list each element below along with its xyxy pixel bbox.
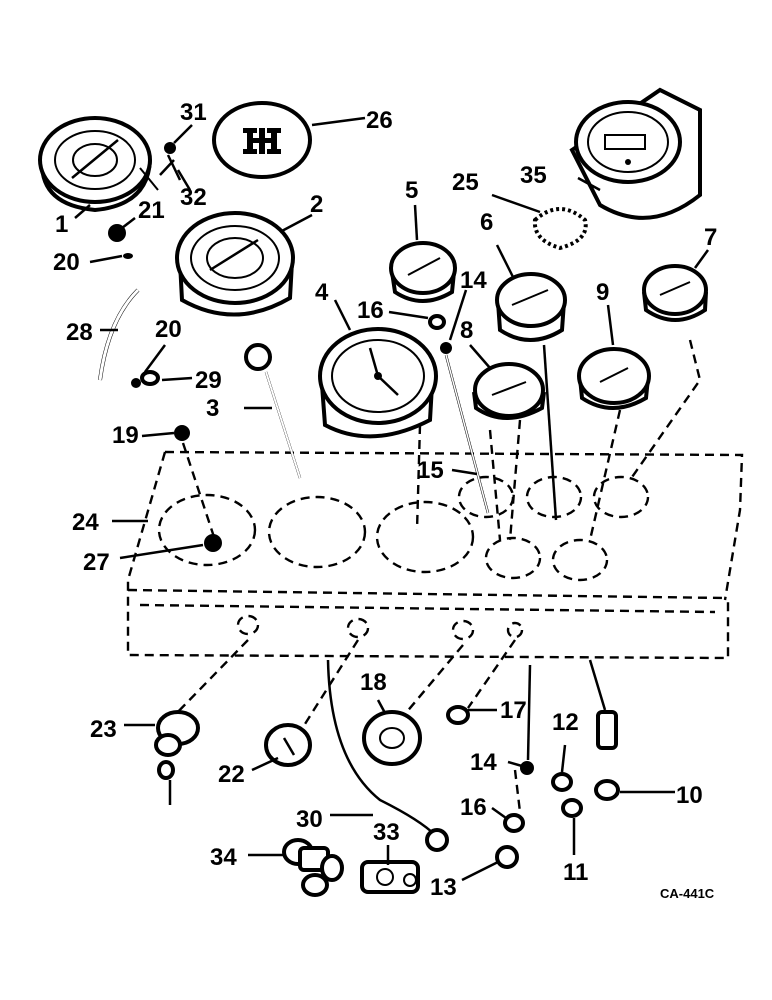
callout-13: 13 <box>430 874 457 901</box>
callout-16a: 16 <box>357 297 384 324</box>
callout-19: 19 <box>112 422 139 449</box>
speedometer-gauge <box>318 327 438 439</box>
drive-cable <box>326 659 436 836</box>
callout-25: 25 <box>452 169 479 196</box>
callout-14a: 14 <box>460 267 487 294</box>
callout-10: 10 <box>676 782 703 809</box>
callout-35: 35 <box>520 162 547 189</box>
callout-28: 28 <box>66 319 93 346</box>
bushing <box>428 314 446 330</box>
callout-5: 5 <box>405 177 418 204</box>
small-gauge-5 <box>389 241 457 303</box>
small-gauge-6 <box>495 272 567 521</box>
callout-labels: 1 2 3 4 5 6 7 8 9 10 11 12 13 14 14 15 1… <box>53 99 717 901</box>
leader-lines <box>74 116 710 882</box>
tube-fittings-lower <box>503 664 534 833</box>
ih-emblem-decal <box>212 101 312 179</box>
callout-8: 8 <box>460 317 473 344</box>
cable-with-knob <box>244 343 302 479</box>
plug-27 <box>204 534 222 552</box>
callout-33: 33 <box>373 819 400 846</box>
capillary-tube <box>440 342 490 514</box>
fitting-13 <box>495 845 519 869</box>
callout-26: 26 <box>366 107 393 134</box>
callout-20b: 20 <box>155 316 182 343</box>
callout-17: 17 <box>500 697 527 724</box>
instrument-panel <box>126 339 744 813</box>
callout-23: 23 <box>90 716 117 743</box>
callout-18: 18 <box>360 669 387 696</box>
temperature-sender <box>588 659 620 801</box>
callout-20a: 20 <box>53 249 80 276</box>
callout-34: 34 <box>210 844 237 871</box>
nut-12 <box>551 772 573 792</box>
callout-4: 4 <box>315 279 329 306</box>
small-gauge-9 <box>577 347 651 410</box>
small-gauge-8 <box>472 362 546 420</box>
diagram-code: CA-441C <box>660 886 715 901</box>
large-gauge <box>175 211 295 317</box>
drive-assembly <box>360 860 420 894</box>
callout-9: 9 <box>596 279 609 306</box>
callout-32: 32 <box>180 184 207 211</box>
callout-30: 30 <box>296 806 323 833</box>
hour-meter <box>569 87 702 220</box>
callout-7: 7 <box>704 224 717 251</box>
switch-cap <box>264 723 312 767</box>
callout-21: 21 <box>138 197 165 224</box>
plug-19 <box>174 425 190 441</box>
tachometer-gauge <box>38 116 159 213</box>
hose <box>98 288 140 381</box>
callout-12: 12 <box>552 709 579 736</box>
callout-11: 11 <box>563 859 588 886</box>
callout-22: 22 <box>218 761 245 788</box>
callout-16b: 16 <box>460 794 487 821</box>
tee-fitting <box>282 838 344 897</box>
callout-27: 27 <box>83 549 110 576</box>
callout-15: 15 <box>417 457 444 484</box>
callout-31: 31 <box>180 99 207 126</box>
callout-6: 6 <box>480 209 493 236</box>
callout-14b: 14 <box>470 749 497 776</box>
callout-3: 3 <box>206 395 219 422</box>
clip-part <box>159 142 182 181</box>
callout-2: 2 <box>310 191 323 218</box>
bulb <box>446 705 470 725</box>
callout-29: 29 <box>195 367 222 394</box>
callout-1: 1 <box>55 211 68 238</box>
light-switch <box>362 710 422 766</box>
nut-11 <box>561 798 583 818</box>
lens-ring <box>532 207 588 251</box>
ignition-switch <box>154 710 200 805</box>
small-gauge-7 <box>642 264 708 322</box>
plug-parts <box>108 224 160 388</box>
callout-24: 24 <box>72 509 99 536</box>
